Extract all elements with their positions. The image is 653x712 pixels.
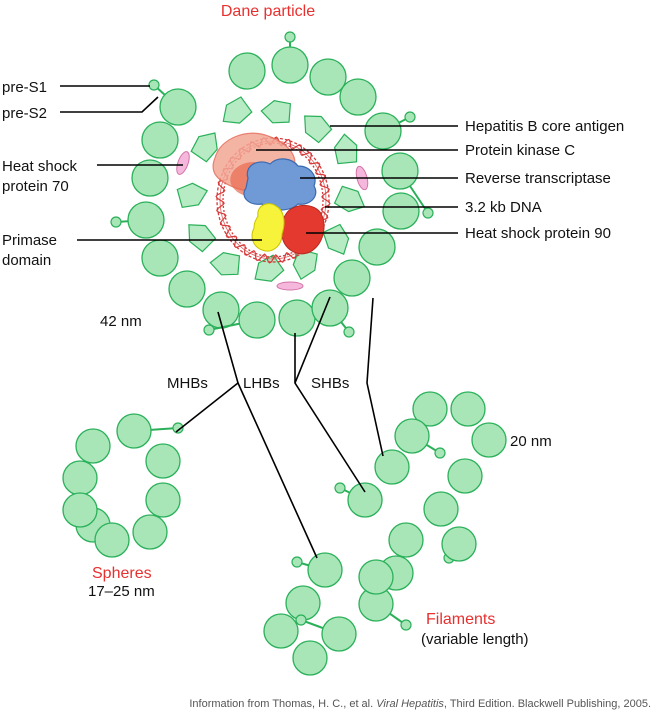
source-credit: Information from Thomas, H. C., et al. V… [189,698,651,710]
core-antigen-subunit [209,251,241,276]
mhbs-label: MHBs [167,375,208,392]
filament-subunit [388,522,424,558]
envelope-sphere [141,239,179,277]
filament-subunit [374,449,410,485]
core-antigen-subunit [254,254,285,282]
labels: Dane particle pre-S1 pre-S2 Heat shock p… [2,3,651,710]
spike-knob [203,324,215,336]
sphere-subunit [62,460,98,496]
spike-knob [343,326,355,338]
rt-label: Reverse transcriptase [465,170,611,187]
dane-particle [110,31,434,339]
core-antigen-subunit [176,182,209,208]
size-42nm-label: 42 nm [100,313,142,330]
envelope-protein-spheres [110,31,434,339]
dna-label: 3.2 kb DNA [465,199,542,216]
core-antigen-subunit [322,223,350,256]
spike-knob [404,111,416,123]
envelope-sphere [228,52,266,90]
pkc-label: Protein kinase C [465,142,575,159]
envelope-sphere [381,152,419,190]
spike-knob [172,422,184,434]
sphere-subunit [145,482,181,518]
reverse-transcriptase-shape [243,158,317,211]
filaments-size-label: (variable length) [421,631,529,648]
envelope-sphere [333,259,371,297]
core-antigen-subunit [222,96,253,124]
sphere-subunit [132,514,168,550]
spike-knob [148,79,160,91]
filament-particle [263,391,507,676]
sphere-subunit [62,492,98,528]
core-antigen-label: Hepatitis B core antigen [465,118,624,135]
spike-knob [400,619,412,631]
filaments-title: Filaments [426,611,495,628]
filament-subunit [292,640,328,676]
envelope-sphere [382,192,420,230]
spike-knob [291,556,303,568]
core-antigen-subunit [190,132,218,163]
filament-subunit [347,482,383,518]
filament-subunit [412,391,448,427]
primase-shape [251,203,285,252]
envelope-sphere [339,78,377,116]
size-20nm-label: 20 nm [510,433,552,450]
hsp90-shape [280,205,325,255]
envelope-sphere [238,301,276,339]
envelope-sphere [127,201,165,239]
envelope-sphere [311,289,349,327]
envelope-sphere [168,270,206,308]
spike-knob [284,31,296,43]
sphere-subunit [94,522,130,558]
filament-subunit [447,458,483,494]
filament-subunit [394,418,430,454]
envelope-sphere [364,112,402,150]
spheres-title: Spheres [92,565,152,582]
hsp70-oval [276,281,304,291]
spheres-particle [62,413,184,558]
hsp90-label: Heat shock protein 90 [465,225,611,242]
leader-lines [60,85,458,559]
hsp70-label-line2: protein 70 [2,178,69,195]
sphere-subunit [145,443,181,479]
filament-subunit [471,422,507,458]
envelope-sphere [278,299,316,337]
core-antigen-subunit [304,115,333,144]
lhbs-label: LHBs [243,375,280,392]
primase-label-line1: Primase [2,232,57,249]
primase-label-line2: domain [2,252,51,269]
filament-subunit [321,616,357,652]
core-antigen-subunit [333,133,358,165]
pre-s2-label: pre-S2 [2,105,47,122]
spheres-size-label: 17–25 nm [88,583,155,600]
core-antigen-subunit [333,185,366,213]
filament-subunit [307,552,343,588]
spike-knob [422,207,434,219]
core-antigen-subunit [260,99,292,124]
sphere-subunit [75,428,111,464]
envelope-sphere [159,88,197,126]
envelope-sphere [309,58,347,96]
dane-particle-title: Dane particle [221,3,315,20]
pre-s1-label: pre-S1 [2,79,47,96]
hsp70-label-line1: Heat shock [2,158,78,175]
spike-knob [334,482,346,494]
filament-subunit [263,613,299,649]
filament-subunit [423,491,459,527]
filament-subunit [450,391,486,427]
core-antigen-subunit [188,224,217,253]
shbs-label: SHBs [311,375,349,392]
spike-knob [110,216,122,228]
envelope-sphere [358,228,396,266]
envelope-sphere [131,159,169,197]
hsp70-oval [176,151,190,175]
filament-subunit [441,526,477,562]
envelope-sphere [271,46,309,84]
filament-subunit [358,559,394,595]
envelope-sphere [141,121,179,159]
spike-knob [434,447,446,459]
spike-knob [295,614,307,626]
sphere-subunit [116,413,152,449]
